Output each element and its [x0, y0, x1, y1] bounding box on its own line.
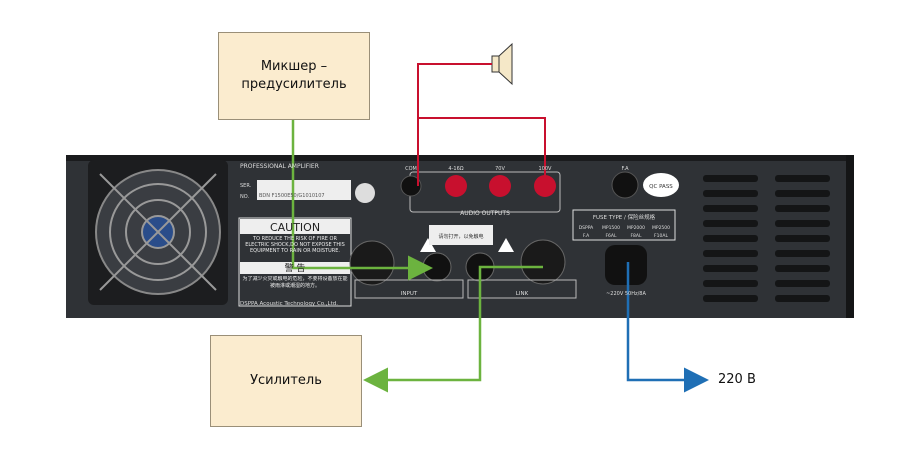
panel-detail [491, 55, 500, 73]
panel-detail [125, 199, 191, 265]
panel-detail [109, 183, 207, 281]
fuse-row: F.A F6AL F8AL F10AL [583, 233, 669, 239]
panel-detail: F.A [583, 233, 590, 239]
panel-detail [99, 173, 217, 291]
panel-detail: DSPPA [579, 225, 594, 231]
panel-detail [775, 175, 830, 182]
caution-text: TO REDUCE THE RISK OF FIRE OR ELECTRIC S… [245, 236, 345, 254]
panel-detail: LINK [516, 291, 529, 297]
panel-detail: MP1500 [602, 225, 620, 231]
panel-detail [775, 220, 830, 227]
panel-detail [775, 235, 830, 242]
panel-detail [467, 279, 577, 299]
qc-pass-text: QC PASS [649, 184, 673, 190]
speaker-wire-com [417, 63, 492, 186]
panel-detail: 4-16Ω [448, 166, 463, 172]
panel-detail [703, 280, 758, 287]
warning-cn-text: 为了减少火灾或触电的危险，不要将设备放在能被雨淋或潮湿的地方。 [242, 276, 348, 289]
panel-detail: 请勿打开，以免触电 [438, 233, 483, 240]
mixer-preamp-box: Микшер – предусилитель [218, 32, 370, 120]
panel-detail [240, 219, 350, 234]
panel-detail [775, 295, 830, 302]
serial-sticker [257, 180, 351, 200]
panel-detail [775, 250, 830, 257]
panel-detail: F10AL [654, 233, 668, 239]
panel-detail: INPUT [401, 291, 418, 297]
fuse-holder [611, 171, 639, 199]
xlr-input [349, 240, 395, 286]
xlr-link [520, 239, 566, 285]
speaker-wire-100v [418, 117, 546, 186]
panel-detail: F.A [621, 166, 629, 172]
speaker-icon [491, 42, 513, 86]
panel-detail [775, 190, 830, 197]
panel-detail: 100V [539, 166, 553, 172]
power-wire [626, 262, 709, 393]
panel-detail: SER. [240, 183, 252, 189]
signal-wire-input [291, 118, 433, 281]
panel-detail: ~220V 50Hz/8A [606, 291, 646, 297]
panel-detail [775, 205, 830, 212]
panel-detail [703, 250, 758, 257]
panel-detail [703, 295, 758, 302]
qc-pass-sticker [643, 173, 679, 197]
panel-detail: AUDIO OUTPUTS [460, 210, 510, 217]
panel-detail [703, 235, 758, 242]
panel-detail [498, 238, 514, 252]
panel-detail: F8AL [630, 233, 642, 239]
panel-detail [846, 155, 854, 318]
panel-detail: NO. [240, 194, 249, 200]
terminal-4-16 [445, 175, 467, 197]
panel-detail: 70V [495, 166, 505, 172]
panel-detail [703, 205, 758, 212]
panel-detail [66, 155, 854, 161]
vents [703, 175, 830, 302]
signal-wire-link [363, 265, 543, 393]
panel-detail [420, 238, 436, 252]
panel-detail: DSPPA Acoustic Technology Co.,Ltd. [240, 301, 338, 307]
panel-detail: F6AL [605, 233, 617, 239]
panel-detail: MP2000 [627, 225, 645, 231]
panel-detail [703, 265, 758, 272]
fuse-header: DSPPA MP1500 MP2000 MP2500 [579, 225, 670, 231]
panel-detail [572, 209, 676, 241]
panel-detail [703, 175, 758, 182]
panel-detail [703, 190, 758, 197]
mains-label: 220 В [718, 372, 756, 387]
panel-detail: BDN F1500E50/G1010107 [259, 193, 325, 199]
terminal-70v [489, 175, 511, 197]
panel-detail [703, 220, 758, 227]
panel-detail: COM [405, 166, 417, 172]
panel-detail [498, 42, 513, 86]
com-terminal [400, 175, 422, 197]
panel-detail: 警 告 [285, 262, 306, 274]
power-cord [605, 245, 647, 285]
fan-grille-icon [88, 160, 228, 305]
panel-detail: MP2500 [652, 225, 670, 231]
panel-title: PROFESSIONAL AMPLIFIER [240, 163, 319, 170]
panel-detail [775, 265, 830, 272]
ccc-mark-icon [355, 183, 375, 203]
panel-detail: FUSE TYPE / 保险丝规格 [593, 213, 656, 221]
panel-detail [775, 280, 830, 287]
caution-title: CAUTION [270, 221, 320, 234]
amplifier-box: Усилитель [210, 335, 362, 427]
panel-detail [429, 225, 493, 245]
